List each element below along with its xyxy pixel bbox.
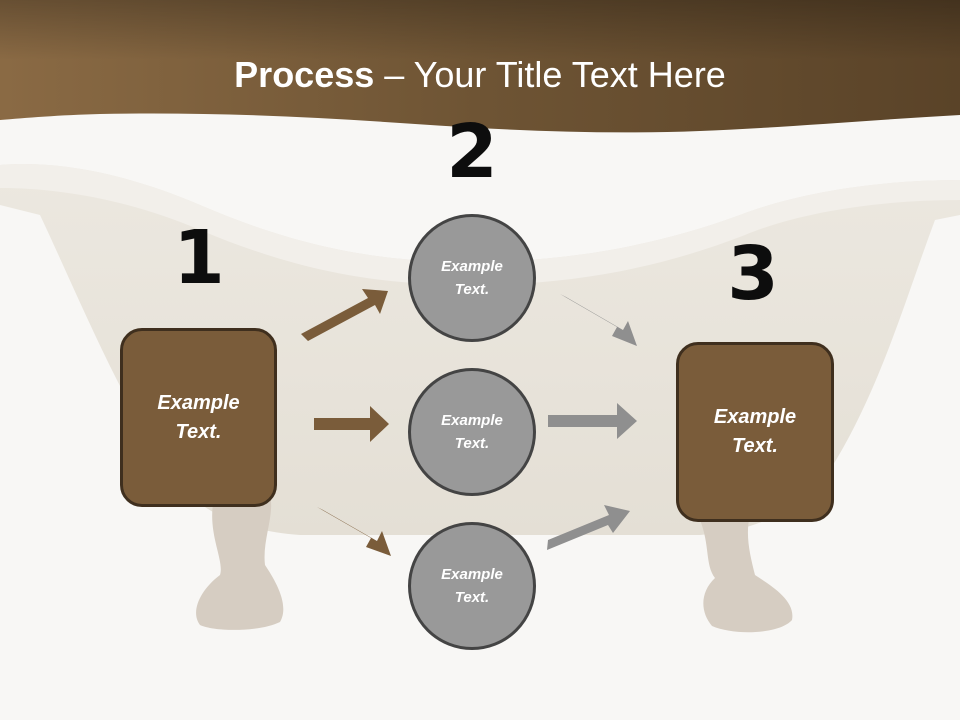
arrow-bottom-to-end <box>547 505 630 550</box>
end-box[interactable]: Example Text. <box>676 342 834 522</box>
middle-circle-bottom[interactable]: Example Text. <box>408 522 536 650</box>
arrow-center-to-end <box>548 403 637 439</box>
step-number-3: 3 <box>727 231 779 317</box>
tub-rim <box>0 164 960 285</box>
step-number-1: 1 <box>173 215 225 301</box>
middle-circle-top[interactable]: Example Text. <box>408 214 536 342</box>
slide-title: Process – Your Title Text Here <box>0 52 960 98</box>
arrow-start-to-top <box>301 289 388 341</box>
arrow-top-to-end <box>560 294 637 346</box>
middle-circle-center-label: Example Text. <box>441 412 503 452</box>
middle-circle-center[interactable]: Example Text. <box>408 368 536 496</box>
arrow-start-to-center <box>314 406 389 442</box>
title-bold: Process <box>234 54 375 95</box>
tub-foot-right <box>700 515 793 633</box>
arrow-start-to-bottom <box>317 507 391 556</box>
tub-foot-left <box>196 495 284 630</box>
middle-circle-bottom-label: Example Text. <box>441 566 503 606</box>
step-number-2: 2 <box>446 109 498 195</box>
middle-circle-top-label: Example Text. <box>441 258 503 298</box>
title-rest: – Your Title Text Here <box>374 54 726 95</box>
start-box-label: Example Text. <box>157 391 240 443</box>
start-box[interactable]: Example Text. <box>120 328 277 507</box>
end-box-label: Example Text. <box>713 406 797 457</box>
